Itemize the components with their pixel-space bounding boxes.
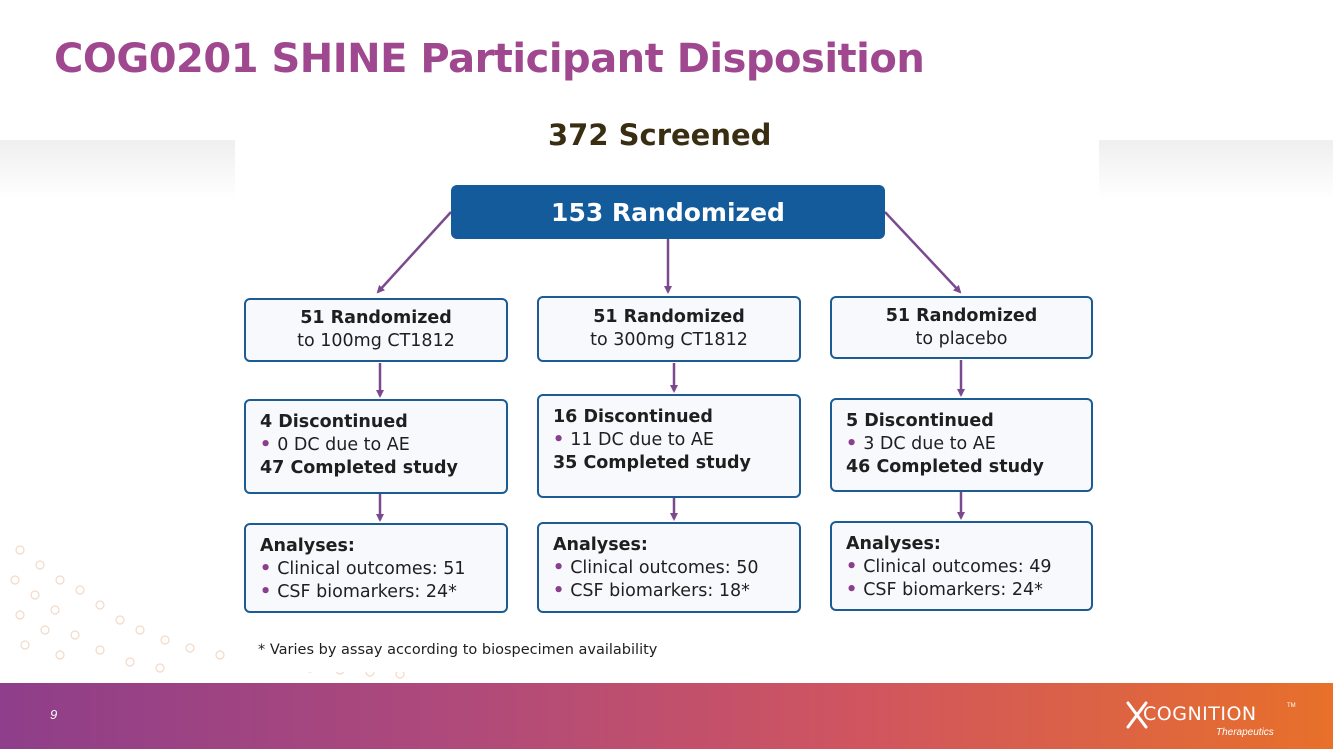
arm1-dc-ae-item: •0 DC due to AE [260, 434, 492, 457]
arm1-discontinued-box: 4 Discontinued •0 DC due to AE 47 Comple… [244, 399, 508, 494]
logo-trademark: TM [1287, 703, 1296, 709]
arm2-discontinued-box: 16 Discontinued •11 DC due to AE 35 Comp… [537, 394, 801, 498]
arm1-completed: 47 Completed study [260, 458, 458, 478]
arm1-clinical: Clinical outcomes: 51 [277, 559, 466, 579]
bullet-dot: • [553, 430, 565, 450]
arm1-dc-ae: 0 DC due to AE [277, 435, 410, 455]
arm2-discontinued: 16 Discontinued [553, 407, 713, 427]
arm3-randomized-title: 51 Randomized [885, 305, 1038, 326]
arm2-clinical: Clinical outcomes: 50 [570, 558, 759, 578]
footer-bar [0, 683, 1333, 749]
arm2-randomized-box: 51 Randomized to 300mg CT1812 [537, 296, 801, 362]
arm1-discontinued: 4 Discontinued [260, 412, 408, 432]
arm2-completed: 35 Completed study [553, 453, 751, 473]
arm1-csf-item: •CSF biomarkers: 24* [260, 581, 492, 604]
randomized-total-label: 153 Randomized [551, 197, 785, 227]
randomized-total-box: 153 Randomized [451, 185, 885, 239]
arm1-analyses-box: Analyses: •Clinical outcomes: 51 •CSF bi… [244, 523, 508, 613]
arm1-randomized-title: 51 Randomized [300, 308, 452, 328]
arrow-randomized-to-arm1 [376, 211, 452, 294]
footnote: * Varies by assay according to biospecim… [258, 642, 658, 658]
bullet-dot: • [260, 582, 272, 602]
bullet-dot: • [846, 580, 858, 600]
arm2-clinical-item: •Clinical outcomes: 50 [553, 557, 785, 580]
arm1-randomized-sub: to 100mg CT1812 [297, 331, 455, 351]
bullet-dot: • [553, 558, 565, 578]
screened-label: 372 Screened [548, 118, 772, 152]
background-band-left [0, 140, 235, 200]
arrow-randomized-to-arm3 [884, 211, 962, 294]
arm2-csf: CSF biomarkers: 18* [570, 581, 750, 601]
arm1-clinical-item: •Clinical outcomes: 51 [260, 558, 492, 581]
arm2-dc-ae-item: •11 DC due to AE [553, 429, 785, 452]
page-number: 9 [50, 707, 58, 722]
cognition-logo-icon [1126, 701, 1148, 729]
arm3-csf: CSF biomarkers: 24* [863, 580, 1043, 600]
arm2-analyses-title: Analyses: [553, 535, 648, 555]
bullet-dot: • [846, 434, 858, 454]
arm2-analyses-box: Analyses: •Clinical outcomes: 50 •CSF bi… [537, 522, 801, 613]
arm3-csf-item: •CSF biomarkers: 24* [846, 579, 1077, 602]
arm3-dc-ae-item: •3 DC due to AE [846, 433, 1077, 456]
arm3-randomized-sub: to placebo [915, 328, 1008, 349]
arm3-discontinued: 5 Discontinued [846, 411, 994, 431]
arm2-randomized-sub: to 300mg CT1812 [590, 330, 748, 350]
arm3-completed: 46 Completed study [846, 457, 1044, 477]
bullet-dot: • [553, 581, 565, 601]
arm3-discontinued-box: 5 Discontinued •3 DC due to AE 46 Comple… [830, 398, 1093, 492]
arm2-dc-ae: 11 DC due to AE [570, 430, 714, 450]
arm1-randomized-box: 51 Randomized to 100mg CT1812 [244, 298, 508, 362]
bullet-dot: • [260, 435, 272, 455]
arm2-randomized-title: 51 Randomized [593, 307, 745, 327]
arm1-csf: CSF biomarkers: 24* [277, 582, 457, 602]
arm3-randomized-box: 51 Randomized to placebo [830, 296, 1093, 359]
arm3-dc-ae: 3 DC due to AE [863, 434, 996, 454]
bullet-dot: • [260, 559, 272, 579]
logo-subtitle: Therapeutics [1216, 727, 1274, 738]
arm1-analyses-title: Analyses: [260, 536, 355, 556]
arm3-analyses-box: Analyses: •Clinical outcomes: 49 •CSF bi… [830, 521, 1093, 611]
logo-wordmark: COGNITION [1143, 703, 1257, 725]
arm3-analyses-title: Analyses: [846, 534, 941, 554]
bullet-dot: • [846, 557, 858, 577]
arm2-csf-item: •CSF biomarkers: 18* [553, 580, 785, 603]
arm3-clinical-item: •Clinical outcomes: 49 [846, 556, 1077, 579]
arm3-clinical: Clinical outcomes: 49 [863, 557, 1052, 577]
slide-title: COG0201 SHINE Participant Disposition [54, 36, 925, 82]
background-band-right [1099, 140, 1333, 200]
